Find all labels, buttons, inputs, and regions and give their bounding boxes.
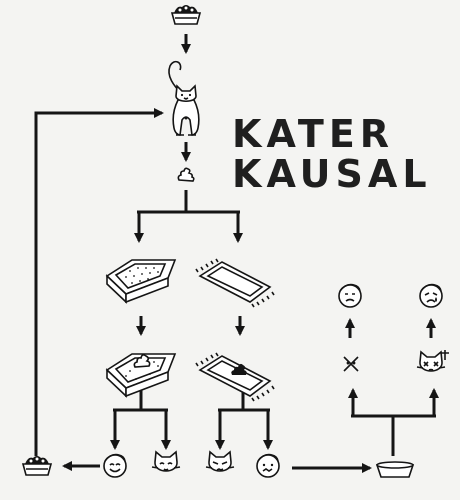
feedback-loop-line (34, 107, 165, 456)
connector-lines (34, 34, 440, 474)
poop-icon (177, 167, 195, 182)
worried-person-icon (256, 453, 280, 478)
angry-cat-icon (205, 450, 235, 472)
dirty-litter-box-icon (105, 353, 177, 398)
title-line-2: KAUSAL (232, 152, 432, 196)
dirty-rug-icon (195, 352, 275, 402)
food-bowl-icon (170, 5, 202, 25)
clean-rug-icon (195, 258, 275, 308)
cat-back-icon (168, 60, 200, 136)
happy-person-icon (103, 453, 127, 478)
dead-cat-icon (416, 350, 449, 372)
clean-litter-box-icon (105, 259, 177, 304)
title-line-1: KATER (232, 112, 395, 156)
crying-person-icon (419, 283, 443, 308)
dead-person-icon (343, 356, 359, 372)
happy-cat-icon (151, 450, 181, 472)
sad-person-icon (338, 283, 362, 308)
full-bowl-icon (21, 456, 53, 476)
empty-bowl-icon (375, 461, 415, 478)
